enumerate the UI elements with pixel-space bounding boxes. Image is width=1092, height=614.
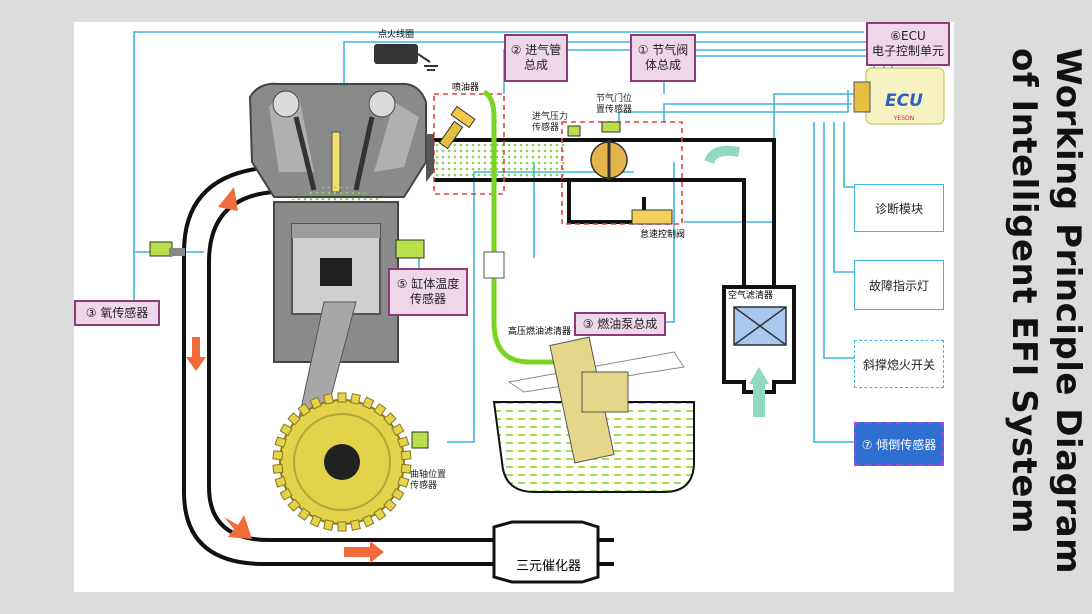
throttle-valve [567, 121, 673, 225]
crank-sensor-body [411, 431, 429, 449]
title-line-2: of Intelligent EFI System [1004, 48, 1044, 534]
o2-sensor-label: ③ 氧传感器 [74, 300, 160, 326]
throttle-zone [561, 121, 683, 225]
ecu-brand: YESON [893, 115, 914, 122]
engine-block [248, 82, 434, 439]
high-pressure-filter-body [483, 251, 505, 279]
efi-diagram: ECU YESON 点火线圈 喷油器 高压燃油滤清器 空气滤清器 怠速控制阀 三… [133, 28, 945, 584]
fuel-pump-label: ③ 燃油泵总成 [574, 312, 666, 336]
throttle-body-label: ① 节气阀体总成 [630, 34, 696, 82]
catalyst-label: 三元催化器 [516, 559, 581, 574]
air-filter-body [722, 285, 796, 394]
cylinder-temp-label: ⑤ 缸体温度传感器 [388, 268, 468, 316]
diagnostic-module-box: 诊断模块 [854, 184, 944, 232]
diagram-canvas: ECU YESON 点火线圈 喷油器 高压燃油滤清器 空气滤清器 怠速控制阀 三… [74, 22, 954, 592]
tilt-sensor-box: ⑦ 倾倒传感器 [854, 422, 944, 466]
intake-mixture [436, 142, 566, 178]
tilt-switch-box: 斜撑熄火开关 [854, 340, 944, 388]
crank-sensor-label: 曲轴位置传感器 [410, 470, 447, 491]
fuel-tank [492, 336, 695, 493]
air-flow-arrow [704, 145, 740, 165]
cylinder-temp-sensor-body [395, 239, 425, 259]
ignition-coil-body [374, 44, 438, 71]
map-sensor-label: 进气压力传感器 [532, 112, 569, 133]
crank-gear [272, 392, 412, 532]
idle-valve-label: 怠速控制阀 [640, 228, 685, 240]
injector-body [438, 105, 476, 150]
injector-label: 喷油器 [452, 81, 479, 93]
fuel-line [482, 89, 564, 365]
tps-sensor-label: 节气门位置传感器 [596, 94, 633, 115]
high-pressure-filter-label: 高压燃油滤清器 [508, 325, 571, 337]
air-filter-label: 空气滤清器 [728, 289, 773, 301]
o2-sensor-body [149, 241, 185, 257]
fault-lamp-box: 故障指示灯 [854, 260, 944, 310]
ignition-coil-label: 点火线圈 [378, 28, 414, 40]
ecu-logo: ECU [885, 91, 923, 111]
ecu-module: ECU YESON [853, 67, 945, 125]
title-line-1: Working Principle Diagram [1048, 48, 1088, 575]
diagram-title: Working Principle Diagram of Intelligent… [962, 48, 1090, 578]
exhaust-arrows [186, 187, 384, 563]
catalytic-converter [492, 520, 600, 584]
intake-manifold-label: ② 进气管总成 [504, 34, 568, 82]
